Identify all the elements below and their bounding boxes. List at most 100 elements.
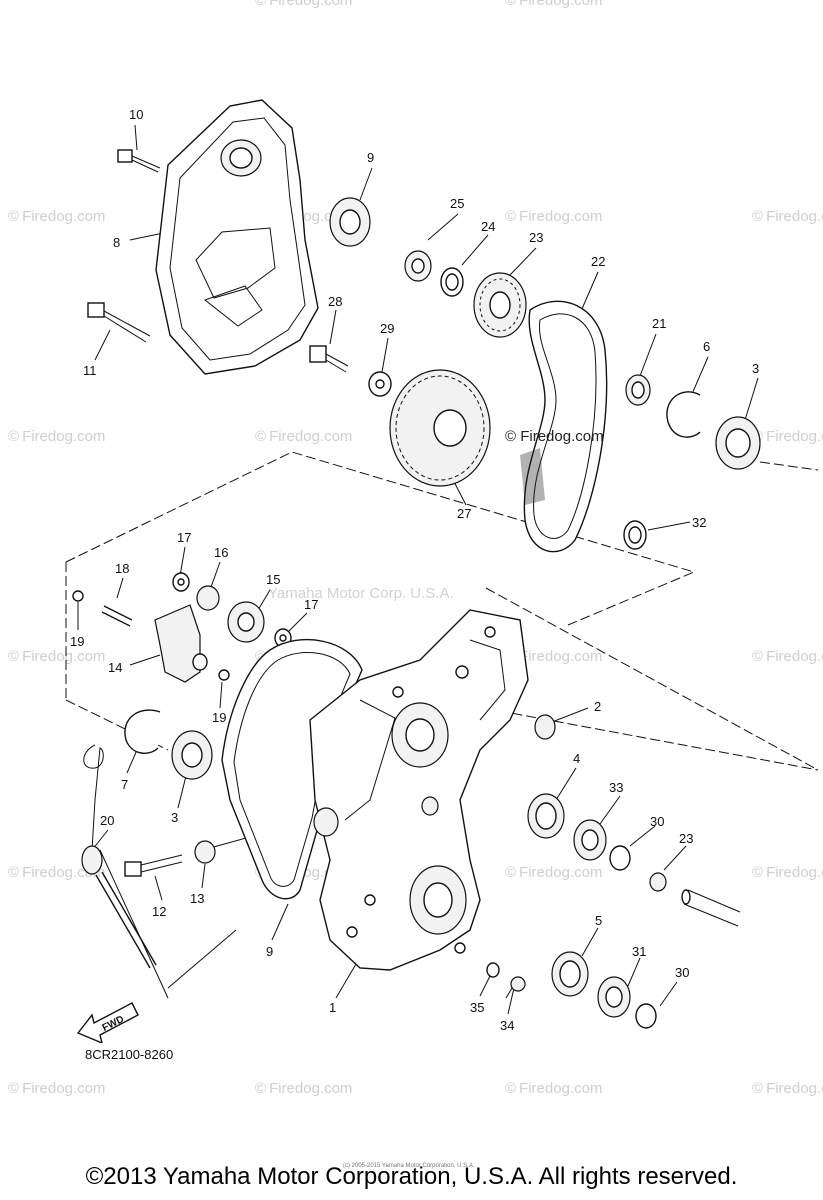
bearing-3-upper <box>715 416 761 470</box>
part-label: 9 <box>367 150 374 165</box>
sprocket-27 <box>389 369 491 487</box>
pin-22 <box>649 872 667 892</box>
ring-30-a <box>609 845 631 871</box>
watermark: ©Firedog.com <box>8 428 106 445</box>
seal-33 <box>573 819 607 861</box>
watermark: ©Firedog.com <box>505 208 603 225</box>
part-label: 12 <box>152 904 166 919</box>
part-label: 29 <box>380 321 394 336</box>
part-label: 5 <box>595 913 602 928</box>
pin-18 <box>101 605 133 627</box>
part-label: 8 <box>113 235 120 250</box>
leader-lines <box>77 124 759 1015</box>
part-label: 33 <box>609 780 623 795</box>
circlip-6-lower <box>124 709 161 754</box>
part-labels: 10 9 8 11 25 24 23 22 28 29 21 6 3 27 32… <box>70 107 759 1033</box>
part-label: 20 <box>100 813 114 828</box>
watermark: ©Firedog.com <box>505 0 603 9</box>
watermark: ©Firedog.com <box>752 648 823 665</box>
part-label: 19 <box>70 634 84 649</box>
bolt-11 <box>87 302 151 343</box>
watermark: ©Firedog.com <box>255 0 353 9</box>
watermark: ©Firedog.com <box>505 864 603 881</box>
bolt-12 <box>124 854 183 877</box>
part-label: 7 <box>121 777 128 792</box>
part-label: 28 <box>328 294 342 309</box>
circlip-6-upper <box>666 391 701 438</box>
chain-case-1 <box>309 609 529 971</box>
part-label: 16 <box>214 545 228 560</box>
part-label: 17 <box>304 597 318 612</box>
part-label: 27 <box>457 506 471 521</box>
part-label: 34 <box>500 1018 514 1033</box>
part-label: 3 <box>752 361 759 376</box>
part-label: 3 <box>171 810 178 825</box>
diagram-code: 8CR2100-8260 <box>85 1047 174 1062</box>
part-label: 23 <box>679 831 693 846</box>
copyright-footer: ©2013 Yamaha Motor Corporation, U.S.A. A… <box>85 1163 738 1190</box>
collar-13 <box>194 840 216 864</box>
watermark: ©Firedog.com <box>752 1080 823 1097</box>
part-label: 32 <box>692 515 706 530</box>
sprocket-23 <box>473 272 527 338</box>
tensioner-arm <box>154 604 208 683</box>
washer-24 <box>440 267 464 297</box>
plug-2 <box>534 714 556 740</box>
drive-chain <box>520 300 608 553</box>
washer-17-a <box>172 572 190 592</box>
part-label: 2 <box>594 699 601 714</box>
watermark: ©Firedog.com <box>8 648 106 665</box>
part-label: 15 <box>266 572 280 587</box>
part-label: 18 <box>115 561 129 576</box>
seal-4 <box>527 793 565 839</box>
watermark: ©Firedog.com <box>255 1080 353 1097</box>
bearing-16 <box>196 585 220 611</box>
part-label: 31 <box>632 944 646 959</box>
part-label: 10 <box>129 107 143 122</box>
watermark: ©Firedog.com <box>752 864 823 881</box>
seal-31 <box>597 976 631 1018</box>
part-label: 13 <box>190 891 204 906</box>
washer-35 <box>486 962 500 978</box>
watermark: ©Firedog.com <box>752 208 823 225</box>
inline-watermark: © Firedog.com <box>505 428 604 445</box>
part-label: 11 <box>83 363 97 378</box>
seal-25 <box>404 250 432 282</box>
dipstick-20 <box>81 744 157 969</box>
ring-30-b <box>635 1003 657 1029</box>
shaft-end <box>681 889 741 927</box>
part-label: 35 <box>470 1000 484 1015</box>
part-label: 21 <box>652 316 666 331</box>
washer-29 <box>368 371 392 397</box>
part-label: 25 <box>450 196 464 211</box>
part-label: 19 <box>212 710 226 725</box>
seal-5 <box>551 951 589 997</box>
bolt-28 <box>309 345 349 373</box>
bolt-10 <box>117 149 161 173</box>
part-label: 4 <box>573 751 580 766</box>
seal-21 <box>625 374 651 406</box>
tiny-credit: (c) 2005-2015 Yamaha Motor Corporation, … <box>343 1163 475 1169</box>
watermark: ©Firedog.com <box>8 1080 106 1097</box>
washer-32 <box>623 520 647 550</box>
forward-arrow-icon: FWD <box>76 1002 139 1043</box>
screw-34 <box>505 976 526 999</box>
roller-15 <box>227 601 265 643</box>
part-label: 1 <box>329 1000 336 1015</box>
part-label: 30 <box>675 965 689 980</box>
bearing-3-lower <box>171 730 213 780</box>
clip-19-b <box>218 669 230 681</box>
gasket-7 <box>221 638 363 900</box>
part-label: 23 <box>529 230 543 245</box>
clip-19-a <box>72 590 84 602</box>
watermark: ©Firedog.com <box>8 208 106 225</box>
watermark: ©Firedog.com <box>255 428 353 445</box>
bearing-9 <box>329 197 371 247</box>
part-label: 22 <box>591 254 605 269</box>
part-label: 24 <box>481 219 495 234</box>
chain-case-cover <box>155 99 319 375</box>
part-label: 6 <box>703 339 710 354</box>
yamaha-watermark: Yamaha Motor Corp. U.S.A. <box>268 585 454 602</box>
watermark: ©Firedog.com <box>505 1080 603 1097</box>
